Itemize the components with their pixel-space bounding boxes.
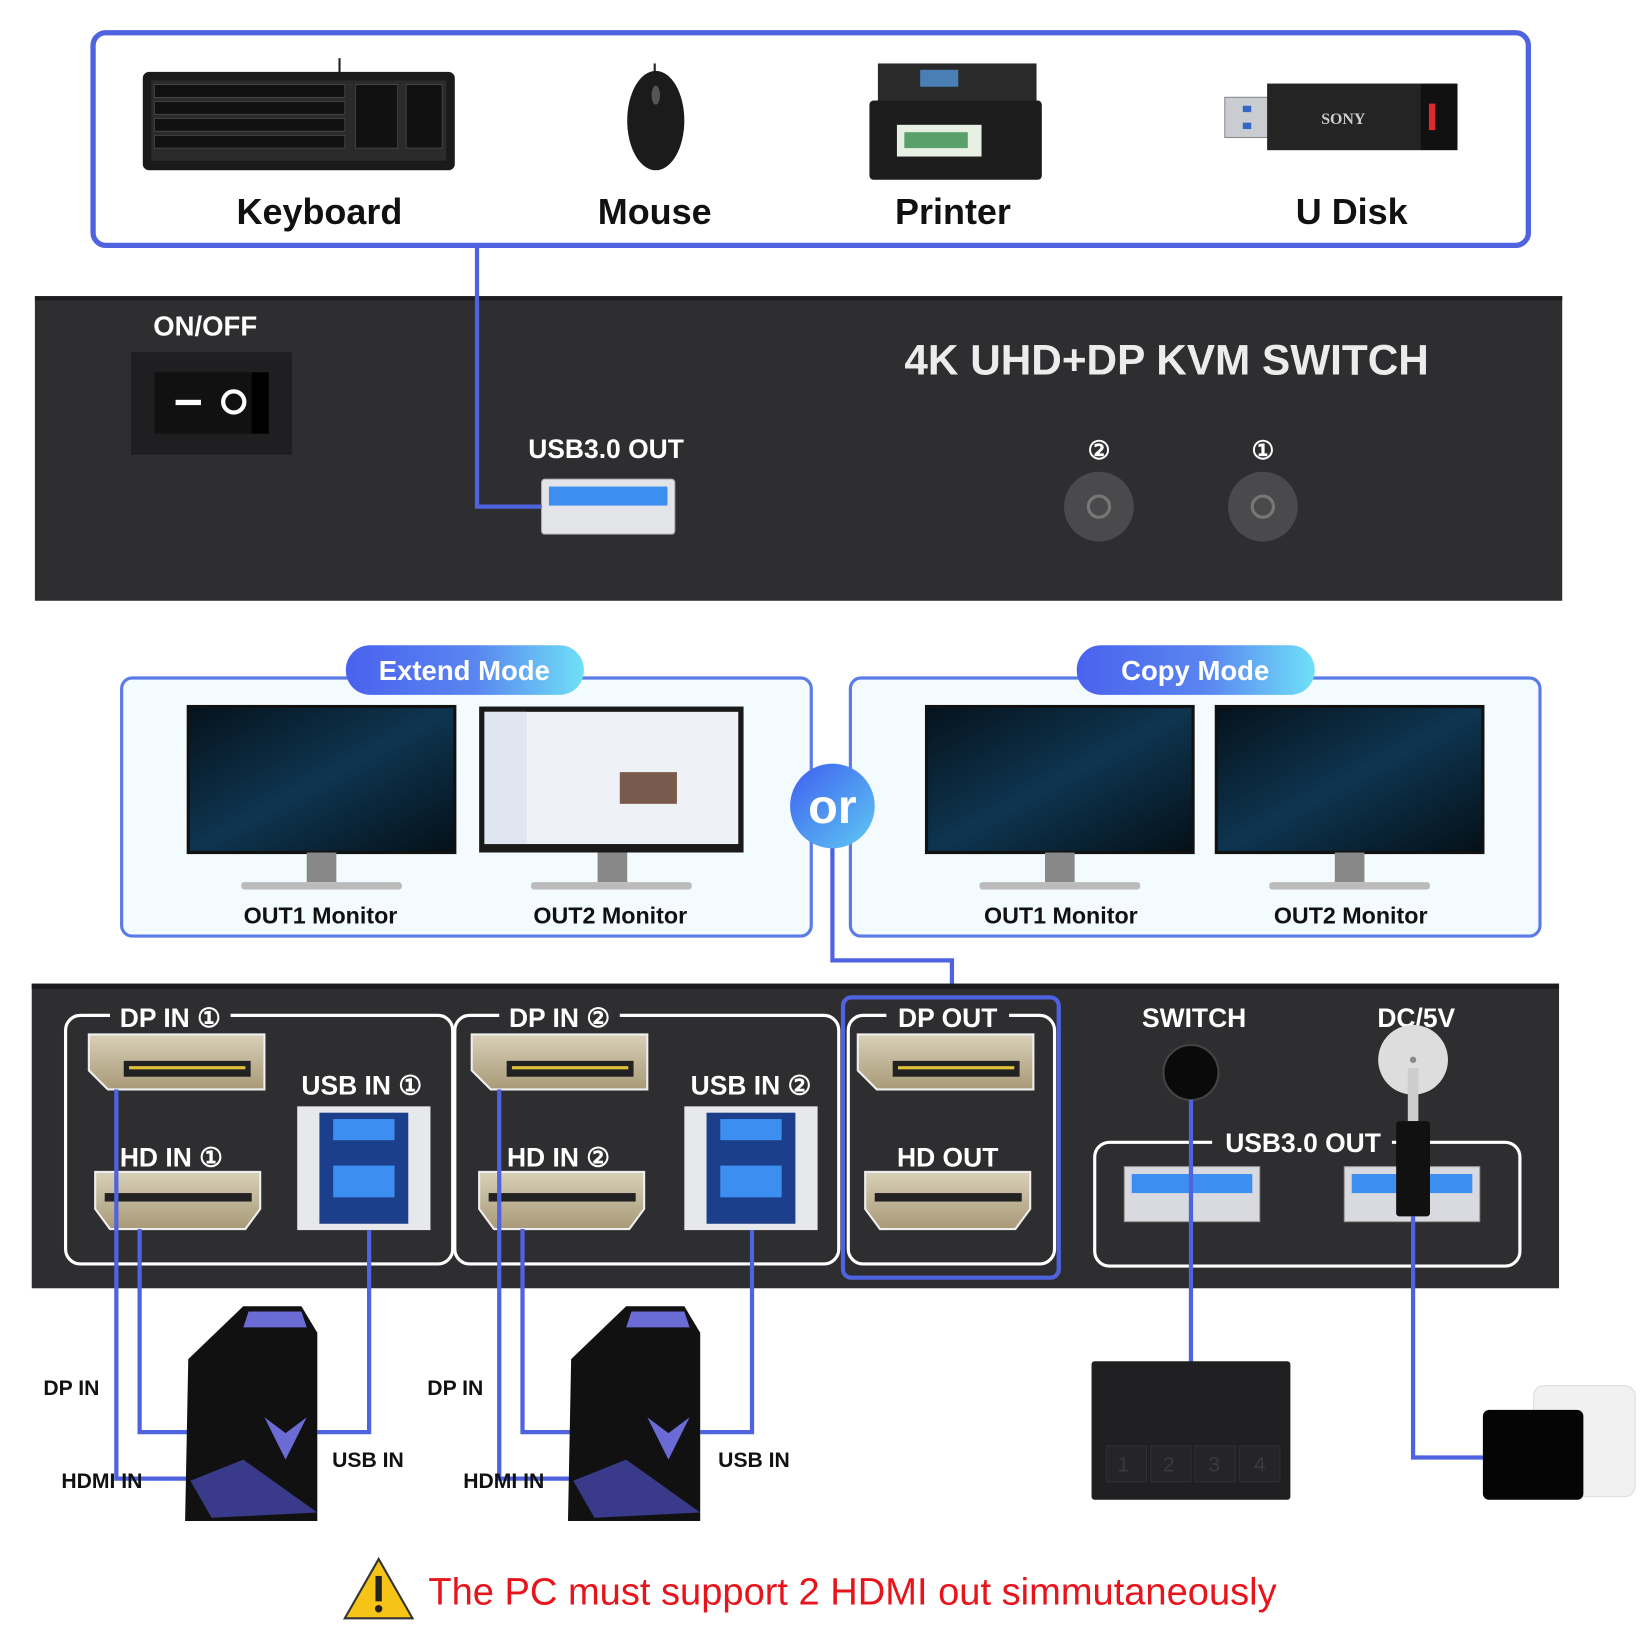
or-badge: or <box>790 763 875 849</box>
dp-port <box>856 1033 1035 1091</box>
hdmi-port <box>478 1170 646 1231</box>
keyboard-icon <box>142 58 455 171</box>
button-2-label: ② <box>1088 437 1111 465</box>
extend-mode-title: Extend Mode <box>379 655 550 686</box>
monitor-cable <box>830 835 955 1000</box>
usb-drive-icon: SONY <box>1224 83 1458 151</box>
mouse-icon <box>627 63 685 171</box>
printer-label: Printer <box>895 191 1011 232</box>
dp-in-1-label: DP IN ① <box>120 1003 221 1033</box>
switch-port-label: SWITCH <box>1142 1003 1246 1033</box>
select-button-1[interactable] <box>1227 471 1298 542</box>
dp-port <box>87 1033 266 1091</box>
front-usb-out-label: USB3.0 OUT <box>528 434 684 464</box>
hd-out-label: HD OUT <box>897 1143 998 1173</box>
monitor-icon <box>924 704 1195 890</box>
pc1-dp-label: DP IN <box>43 1377 99 1400</box>
extend-monitor-1-label: OUT1 Monitor <box>244 902 398 928</box>
extend-mode-box: OUT1 Monitor OUT2 Monitor Extend Mode <box>120 645 813 938</box>
power-switch[interactable] <box>131 352 292 455</box>
warning-text: The PC must support 2 HDMI out simmutane… <box>428 1572 1276 1614</box>
extend-monitor-2-label: OUT2 Monitor <box>533 902 687 928</box>
back-usb-out-label: USB3.0 OUT <box>1225 1128 1381 1158</box>
usb-in-2-label: USB IN ② <box>691 1071 812 1101</box>
usb-b-port <box>297 1106 431 1231</box>
monitor-icon <box>1214 704 1485 890</box>
remote-key-1[interactable]: 1 <box>1117 1453 1129 1476</box>
switch-jack <box>1162 1043 1220 1102</box>
copy-mode-box: OUT1 Monitor OUT2 Monitor Copy Mode <box>848 645 1542 938</box>
hd-in-1-label: HD IN ① <box>120 1143 223 1173</box>
remote-key-2[interactable]: 2 <box>1163 1453 1175 1476</box>
power-label: ON/OFF <box>153 310 257 341</box>
peripheral-cable <box>474 245 542 509</box>
hdmi-port <box>864 1170 1032 1231</box>
copy-mode-title: Copy Mode <box>1121 655 1269 686</box>
printer-icon <box>869 63 1042 180</box>
copy-monitor-1-label: OUT1 Monitor <box>984 902 1138 928</box>
hdmi-port <box>94 1170 262 1231</box>
peripherals-box: Keyboard Mouse Printer SONY U Disk <box>90 30 1532 249</box>
usb-drive-brand: SONY <box>1321 111 1366 128</box>
cables <box>114 1089 1487 1481</box>
button-1-label: ① <box>1252 437 1275 465</box>
dp-out-label: DP OUT <box>898 1003 997 1033</box>
power-adapter-icon <box>1482 1385 1636 1500</box>
pc1-usb-label: USB IN <box>332 1449 404 1472</box>
pc2-hdmi-label: HDMI IN <box>463 1470 544 1493</box>
remote-key-3[interactable]: 3 <box>1208 1453 1220 1476</box>
dp-in-2-label: DP IN ② <box>509 1003 610 1033</box>
monitor-icon <box>479 706 744 890</box>
usb-b-port <box>684 1106 818 1231</box>
front-usb-port <box>541 478 676 535</box>
pc2-dp-label: DP IN <box>427 1377 483 1400</box>
copy-monitor-2-label: OUT2 Monitor <box>1274 902 1428 928</box>
remote-key-4[interactable]: 4 <box>1254 1453 1266 1476</box>
or-label: or <box>808 780 857 834</box>
usb-in-1-label: USB IN ① <box>301 1071 422 1101</box>
front-panel: ON/OFF 4K UHD+DP KVM SWITCH USB3.0 OUT ②… <box>34 296 1563 601</box>
pc2-usb-label: USB IN <box>718 1449 790 1472</box>
hd-in-2-label: HD IN ② <box>507 1143 610 1173</box>
back-panel: DP IN ① DP IN ② DP OUT USB IN ① USB IN ②… <box>31 983 1560 1289</box>
remote-switch[interactable]: 1 2 3 4 <box>1091 1361 1291 1500</box>
product-title: 4K UHD+DP KVM SWITCH <box>904 336 1428 383</box>
pc1-hdmi-label: HDMI IN <box>61 1470 142 1493</box>
warning-icon <box>342 1556 415 1620</box>
keyboard-label: Keyboard <box>237 191 403 232</box>
u-disk-label: U Disk <box>1296 191 1409 232</box>
mouse-label: Mouse <box>598 191 712 232</box>
dp-port <box>470 1033 649 1091</box>
pc-tower-icon <box>185 1306 318 1521</box>
monitor-icon <box>186 704 457 890</box>
select-button-2[interactable] <box>1064 471 1134 542</box>
pc-tower-icon <box>567 1306 701 1521</box>
